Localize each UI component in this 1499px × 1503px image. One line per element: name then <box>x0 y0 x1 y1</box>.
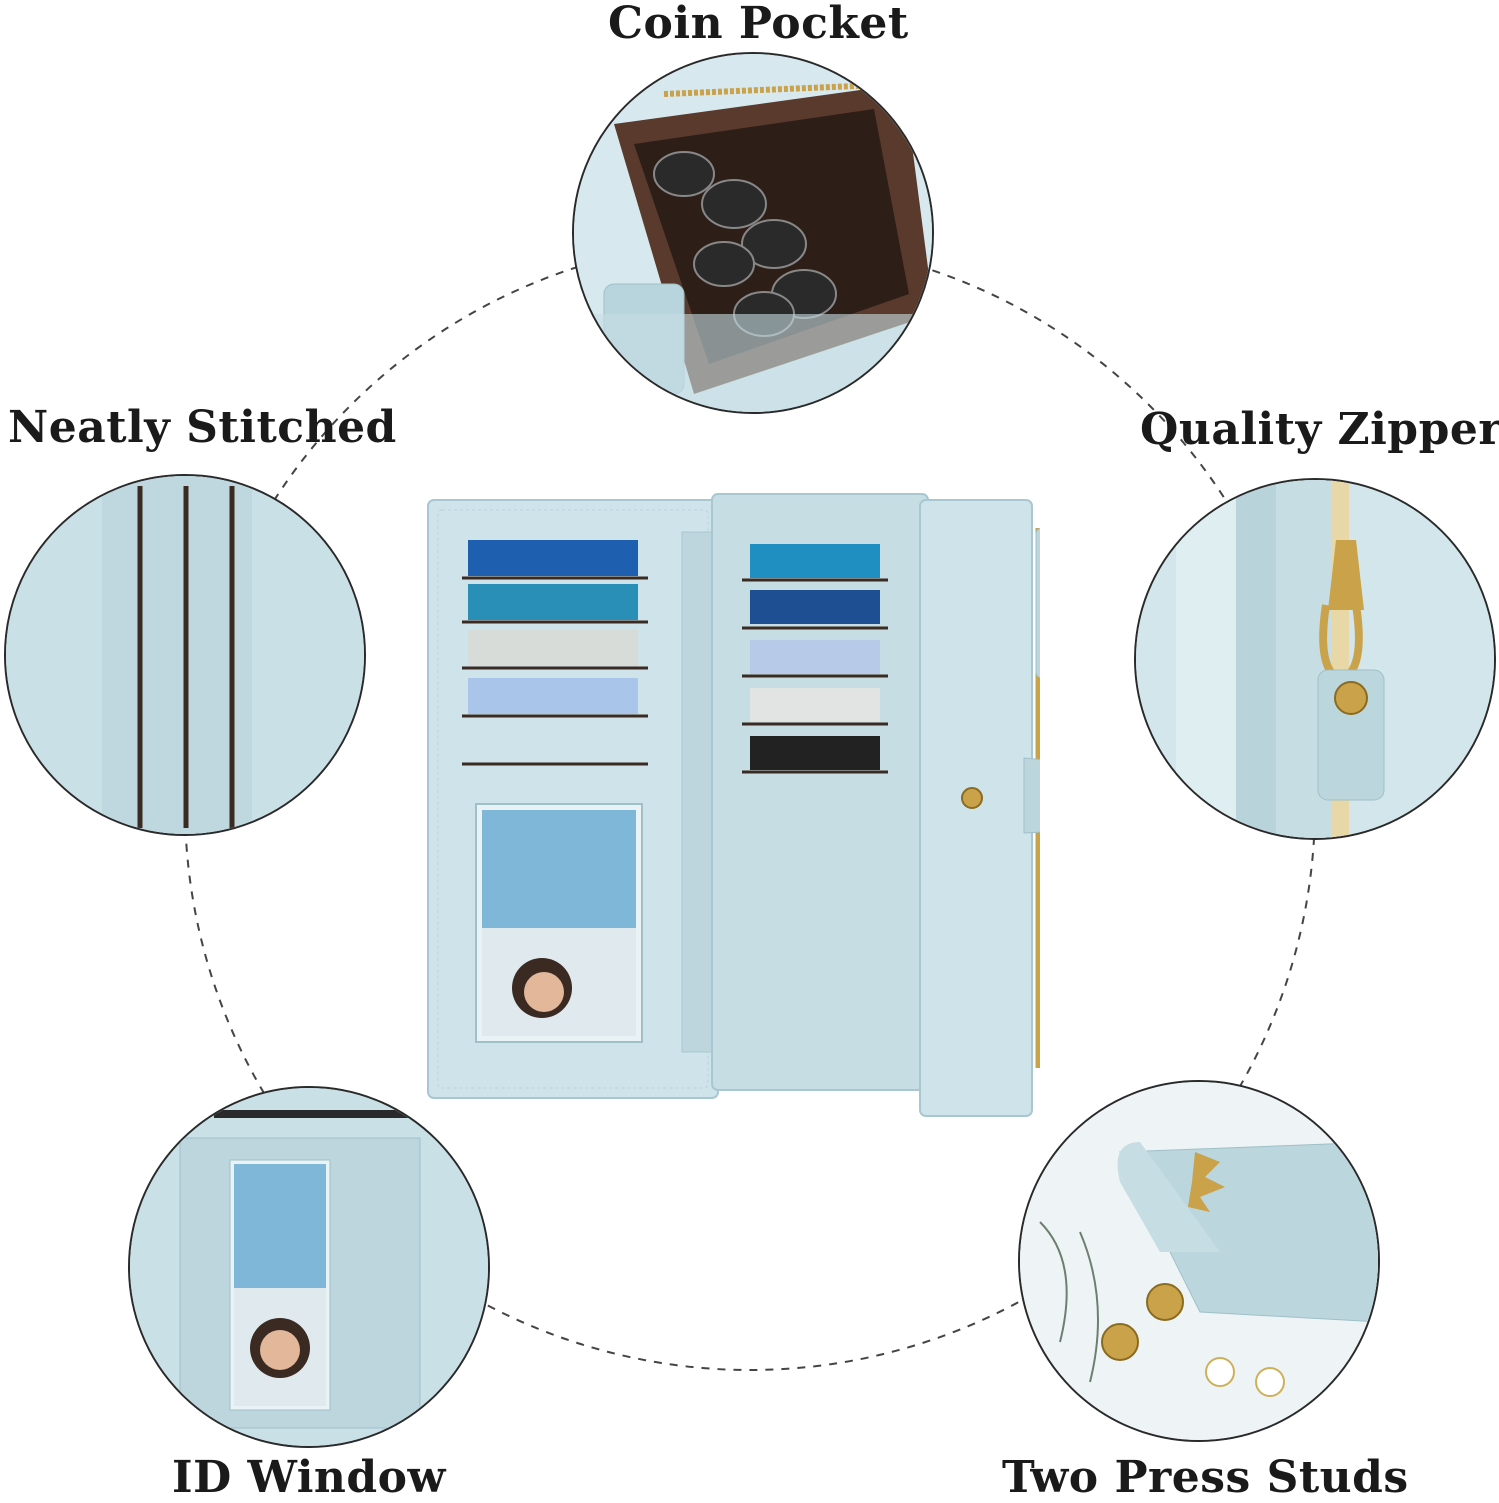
label-quality-zipper: Quality Zipper <box>1140 404 1499 455</box>
zipper-photo <box>1136 480 1494 838</box>
coin-photo <box>574 54 932 412</box>
label-coin-pocket: Coin Pocket <box>608 0 909 49</box>
wallet-main-photo <box>427 493 1040 1117</box>
id-card-photo <box>130 1088 488 1446</box>
label-two-press-studs: Two Press Studs <box>1002 1452 1409 1503</box>
stud-photo <box>1020 1082 1378 1440</box>
coin-pocket-detail <box>572 52 934 414</box>
stitch-photo <box>6 476 364 834</box>
zipper-detail <box>1134 478 1496 840</box>
label-neatly-stitched: Neatly Stitched <box>8 402 397 453</box>
id-window-detail <box>128 1086 490 1448</box>
press-studs-detail <box>1018 1080 1380 1442</box>
stitching-detail <box>4 474 366 836</box>
label-id-window: ID Window <box>172 1452 446 1503</box>
